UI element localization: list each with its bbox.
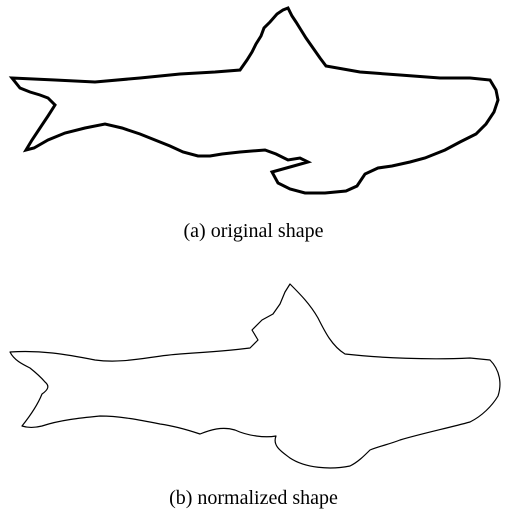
caption-original-shape: (a) original shape (0, 219, 507, 243)
panel-original-shape: (a) original shape (0, 0, 507, 256)
normalized-fish-contour (10, 284, 500, 468)
caption-normalized-shape: (b) normalized shape (0, 486, 507, 510)
original-fish-contour (12, 8, 498, 193)
panel-normalized-shape: (b) normalized shape (0, 256, 507, 512)
original-fish-outline (0, 0, 507, 200)
normalized-fish-outline (0, 256, 507, 456)
